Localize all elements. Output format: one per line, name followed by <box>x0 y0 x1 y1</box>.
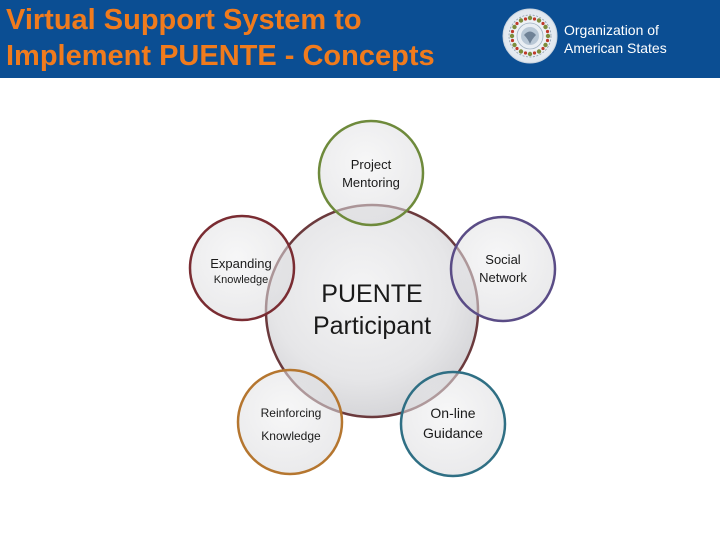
center-label-line-1: PUENTE <box>321 280 423 308</box>
title-line-2: Implement PUENTE - Concepts <box>6 40 435 72</box>
node-label-project-mentoring: Project Mentoring <box>326 156 416 192</box>
node-label-line: Mentoring <box>342 175 400 190</box>
node-label-line: Social <box>485 252 521 267</box>
node-circle-expanding-knowledge <box>188 214 296 322</box>
org-name-line-2: American States <box>564 40 667 56</box>
node-circle-social-network <box>449 215 557 323</box>
node-label-expanding-knowledge: Expanding Knowledge <box>191 255 291 289</box>
node-label-reinforcing-knowledge: Reinforcing Knowledge <box>241 402 341 448</box>
title-line-1: Virtual Support System to <box>6 4 362 36</box>
node-circle-online-guidance <box>399 370 507 478</box>
node-label-online-guidance: On-line Guidance <box>408 403 498 443</box>
node-label-line: On-line <box>430 405 476 421</box>
node-label-line: Project <box>350 157 392 172</box>
node-label-line: Network <box>479 270 527 285</box>
org-name-line-1: Organization of <box>564 22 659 38</box>
node-circle-reinforcing-knowledge <box>236 368 344 476</box>
header-bar <box>0 0 720 78</box>
page-title: Virtual Support System to Implement PUEN… <box>6 2 435 74</box>
node-circle-project-mentoring <box>317 119 425 227</box>
node-label-line: Knowledge <box>261 429 321 443</box>
oas-seal-icon <box>502 8 558 64</box>
center-label-line-2: Participant <box>312 312 432 340</box>
node-label-line: Knowledge <box>213 274 269 286</box>
node-label-line: Reinforcing <box>260 406 322 420</box>
node-label-line: Guidance <box>423 425 483 441</box>
center-label: PUENTE Participant <box>292 278 452 342</box>
org-logo: Organization of American States <box>502 6 712 72</box>
node-label-line: Expanding <box>210 256 272 271</box>
org-name: Organization of American States <box>564 21 667 57</box>
node-label-social-network: Social Network <box>458 251 548 287</box>
